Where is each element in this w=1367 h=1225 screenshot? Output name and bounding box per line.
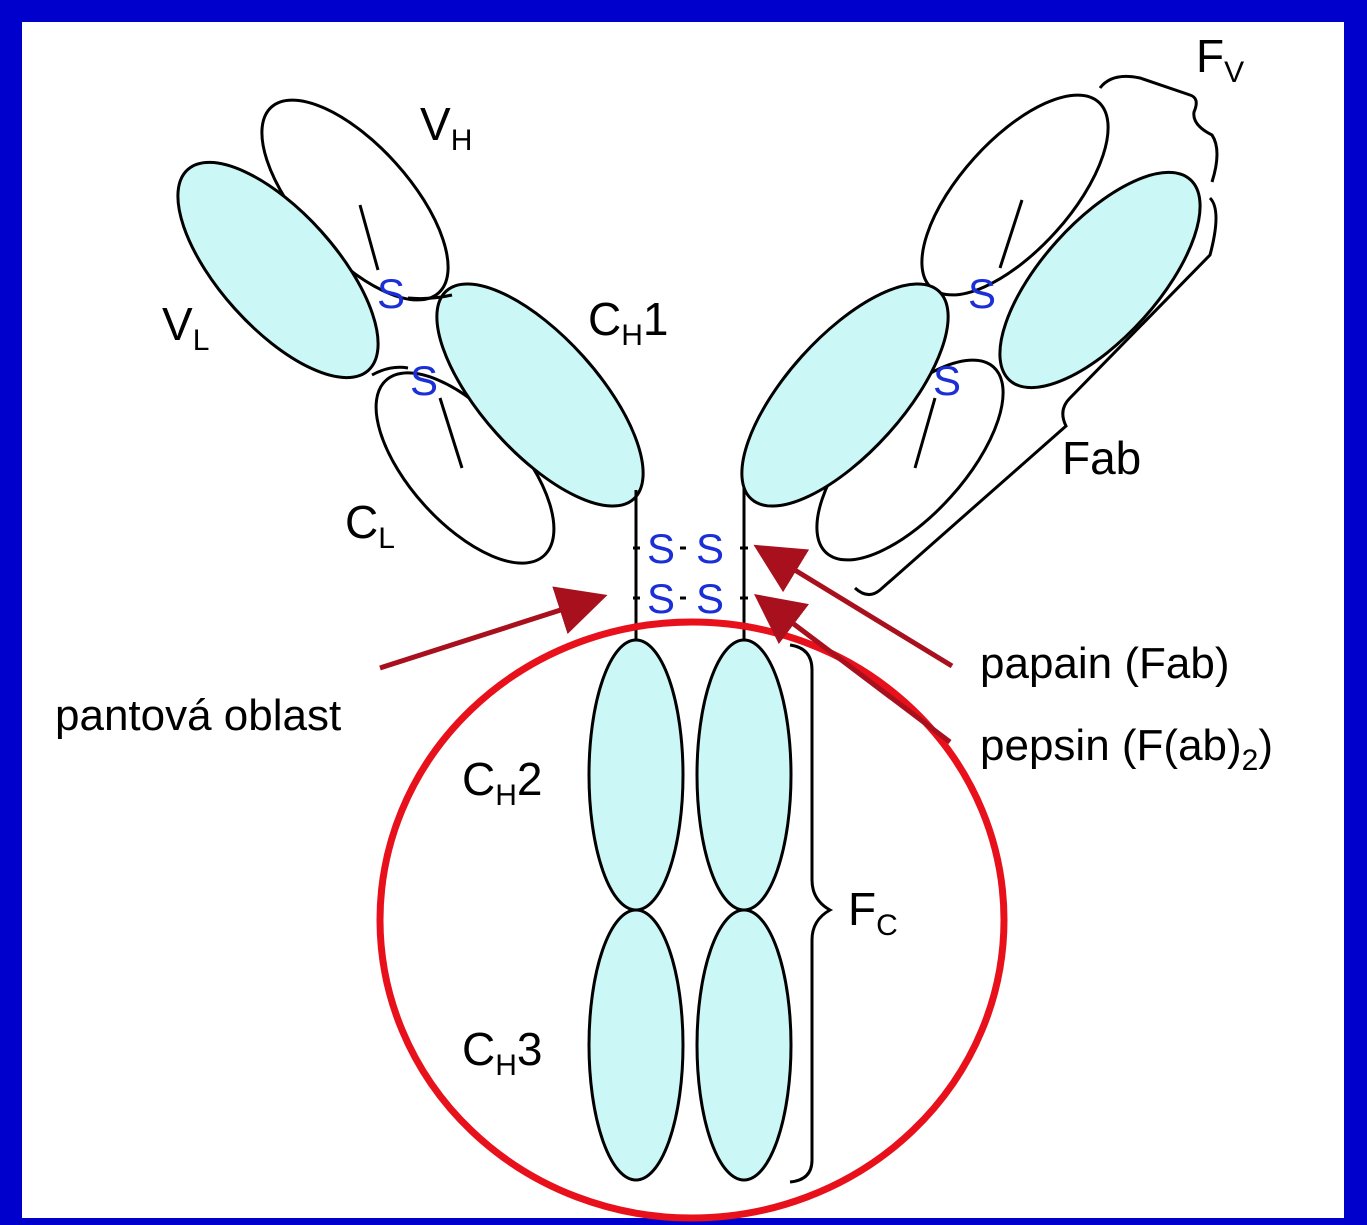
right-disulfide-s: S — [933, 357, 961, 404]
hinge-disulfide-s: S — [647, 525, 675, 572]
right-disulfide-s: S — [968, 270, 996, 317]
hinge-annotation: pantová oblast — [55, 691, 341, 740]
hinge-disulfide-s: S — [696, 525, 724, 572]
papain-annotation: papain (Fab) — [980, 639, 1229, 688]
right-ch2-domain — [697, 640, 791, 910]
pepsin-annotation: pepsin (F(ab)2) — [980, 721, 1273, 777]
right-ch3-domain — [697, 910, 791, 1180]
hinge-disulfide-s: S — [647, 575, 675, 622]
label-fab: Fab — [1062, 432, 1141, 484]
hinge-disulfide-s: S — [696, 575, 724, 622]
left-disulfide-s: S — [410, 357, 438, 404]
left-ch2-domain — [589, 640, 683, 910]
left-disulfide-s: S — [377, 270, 405, 317]
left-ch3-domain — [589, 910, 683, 1180]
